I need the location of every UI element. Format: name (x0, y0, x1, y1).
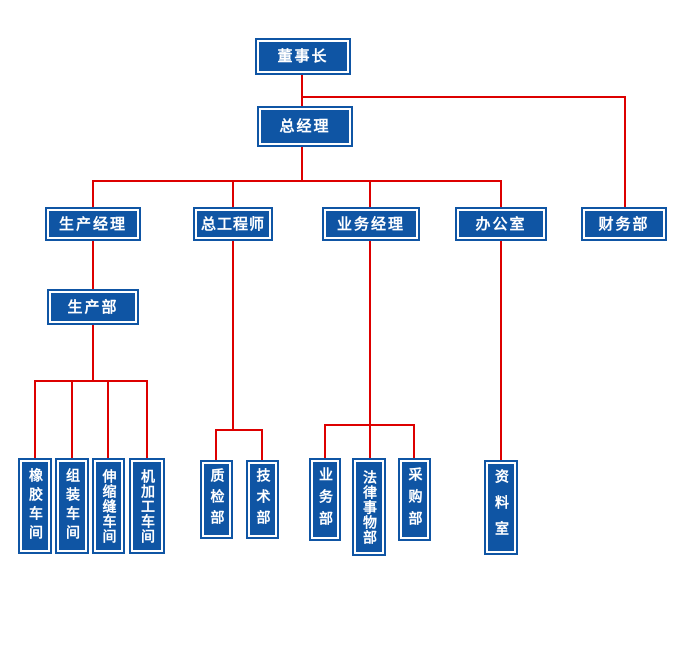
connector-line (215, 429, 217, 461)
connector-line (301, 146, 303, 182)
org-node-finance-dept: 财务部 (581, 207, 667, 241)
org-node-production-manager: 生产经理 (45, 207, 141, 241)
connector-line (301, 74, 303, 107)
org-node-archives-room: 资料室 (484, 460, 518, 555)
org-node-chief-engineer: 总工程师 (193, 207, 273, 241)
connector-line (413, 424, 415, 459)
org-node-expansion-joint-workshop: 伸缩缝车间 (92, 458, 125, 554)
connector-line (369, 180, 371, 208)
org-node-technology-dept: 技术部 (246, 460, 279, 539)
org-node-purchasing-dept: 采购部 (398, 458, 431, 541)
connector-line (624, 96, 626, 208)
connector-line (92, 324, 94, 382)
connector-line (92, 240, 94, 290)
org-node-chairman: 董事长 (255, 38, 351, 75)
org-node-quality-inspection-dept: 质检部 (200, 460, 233, 539)
org-node-general-manager: 总经理 (257, 106, 353, 147)
connector-line (92, 180, 94, 208)
org-node-business-dept: 业务部 (309, 458, 341, 541)
connector-line (324, 424, 415, 426)
org-node-legal-affairs-dept: 法律事物部 (352, 458, 386, 556)
connector-line (146, 380, 148, 459)
connector-line (232, 180, 234, 208)
connector-line (34, 380, 36, 459)
connector-line (71, 380, 73, 459)
org-node-assembly-workshop: 组装车间 (55, 458, 89, 554)
org-node-office: 办公室 (455, 207, 547, 241)
connector-line (324, 424, 326, 459)
connector-line (107, 380, 109, 459)
connector-line (500, 180, 502, 208)
connector-line (369, 240, 371, 459)
connector-line (232, 240, 234, 431)
connector-line (261, 429, 263, 461)
connector-line (215, 429, 263, 431)
org-node-production-dept: 生产部 (47, 289, 139, 325)
connector-line (34, 380, 148, 382)
connector-line (92, 180, 502, 182)
org-node-rubber-workshop: 橡胶车间 (18, 458, 52, 554)
connector-line (500, 240, 502, 461)
org-node-business-manager: 业务经理 (322, 207, 420, 241)
org-node-machining-workshop: 机加工车间 (129, 458, 165, 554)
connector-line (301, 96, 626, 98)
